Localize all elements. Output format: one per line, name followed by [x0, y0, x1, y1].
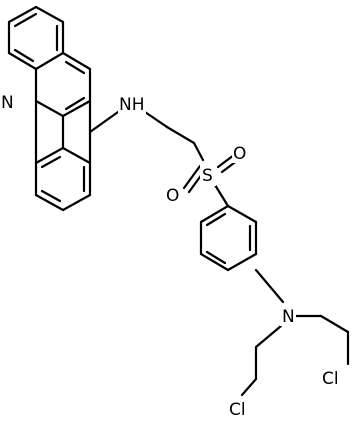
bond — [254, 268, 285, 304]
label-background — [321, 368, 347, 388]
bond — [240, 377, 258, 397]
ring-nitrogen-label: N — [1, 93, 14, 113]
sulfur-label: S — [202, 166, 213, 186]
bond — [34, 5, 65, 24]
label-background — [232, 143, 248, 163]
bond — [61, 193, 92, 212]
oxygen-label: O — [166, 186, 179, 206]
bond — [143, 110, 169, 129]
bond — [34, 193, 65, 212]
chlorine-label: Cl — [322, 369, 339, 389]
bond — [205, 250, 227, 265]
bond — [205, 212, 227, 227]
bond — [13, 48, 35, 63]
bond — [226, 252, 258, 272]
amine-label: NH — [119, 95, 145, 115]
bond — [213, 183, 230, 208]
bond — [34, 51, 65, 71]
bond — [319, 314, 350, 334]
chlorine-label: Cl — [229, 400, 246, 420]
bond — [226, 204, 258, 224]
bond — [199, 204, 230, 224]
bond — [88, 110, 120, 134]
label-background — [118, 94, 146, 114]
label-background — [0, 92, 16, 112]
label-background — [280, 306, 296, 326]
bond — [61, 99, 92, 118]
bond — [61, 51, 92, 71]
bond — [13, 12, 38, 28]
label-background — [200, 164, 216, 186]
oxygen-label: O — [233, 144, 246, 164]
bond — [34, 99, 65, 118]
atom-labels: N NH S O O N Cl Cl — [0, 92, 347, 420]
bond — [182, 164, 202, 190]
bonds — [7, 5, 350, 397]
bond — [34, 146, 65, 165]
bond — [40, 155, 62, 169]
bond — [216, 153, 236, 169]
bond — [254, 324, 283, 349]
bond — [192, 141, 205, 162]
label-background — [165, 185, 181, 205]
bond — [40, 189, 62, 203]
aniline-nitrogen-label: N — [282, 307, 295, 327]
bond — [61, 146, 92, 165]
bond — [64, 60, 86, 75]
bond — [165, 125, 196, 145]
label-background — [228, 399, 254, 419]
bond — [199, 252, 230, 272]
bond — [7, 51, 38, 71]
bond — [7, 5, 38, 24]
bond — [64, 96, 86, 111]
